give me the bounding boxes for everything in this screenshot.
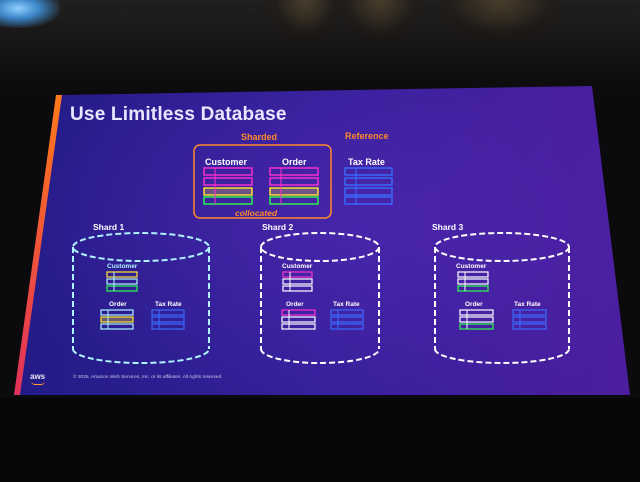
room-floor: [0, 398, 640, 482]
slide-title: Use Limitless Database: [70, 104, 287, 125]
shard-2-order-table: [281, 309, 316, 330]
shard-1-cylinder: [72, 232, 210, 364]
shard-1-order-table: [100, 309, 134, 330]
tax-rate-table-icon: [344, 167, 393, 205]
shard-2-tax-rate-table: [330, 309, 364, 330]
sharded-label: Sharded: [241, 132, 278, 142]
room-background: [0, 0, 640, 95]
shard-3-tax-rate-table: [512, 309, 547, 330]
order-table-icon: [269, 167, 319, 205]
shard-3-label: Shard 3: [432, 222, 464, 232]
customer-label: Customer: [205, 157, 248, 167]
shard-2-customer-table: [282, 271, 313, 292]
shard-1-customer-label: Customer: [107, 263, 138, 270]
aws-logo: aws: [30, 372, 46, 381]
sharded-box: [193, 144, 332, 219]
shard-3-tax-rate-label: Tax Rate: [514, 301, 541, 308]
shard-1-tax-rate-label: Tax Rate: [155, 301, 182, 308]
shard-2-customer-label: Customer: [282, 263, 313, 270]
shard-2-order-label: Order: [286, 301, 304, 308]
reference-label: Reference: [345, 131, 389, 141]
shard-3-cylinder: [434, 232, 570, 364]
ornament: [440, 0, 560, 40]
customer-table-icon: [203, 167, 253, 205]
shard-3-order-label: Order: [465, 301, 483, 308]
aws-smile-icon: [31, 381, 45, 385]
shard-1-label: Shard 1: [93, 222, 125, 232]
shard-1-customer-table: [106, 271, 138, 292]
tax-rate-label: Tax Rate: [348, 157, 385, 167]
collocated-label: collocated: [235, 208, 278, 218]
shard-3-order-table: [459, 309, 494, 330]
shard-1-tax-rate-table: [151, 309, 185, 330]
slide-accent-edge: [14, 95, 62, 395]
order-label: Order: [282, 157, 307, 167]
shard-2-label: Shard 2: [262, 222, 294, 232]
shard-3-customer-table: [457, 271, 489, 292]
shard-2-cylinder: [260, 232, 380, 364]
shard-2-tax-rate-label: Tax Rate: [333, 301, 360, 308]
ceiling-light: [0, 0, 60, 28]
copyright-text: © 2025, Amazon Web Services, Inc. or its…: [73, 375, 223, 380]
shard-3-customer-label: Customer: [456, 263, 487, 270]
shard-1-order-label: Order: [109, 301, 127, 308]
